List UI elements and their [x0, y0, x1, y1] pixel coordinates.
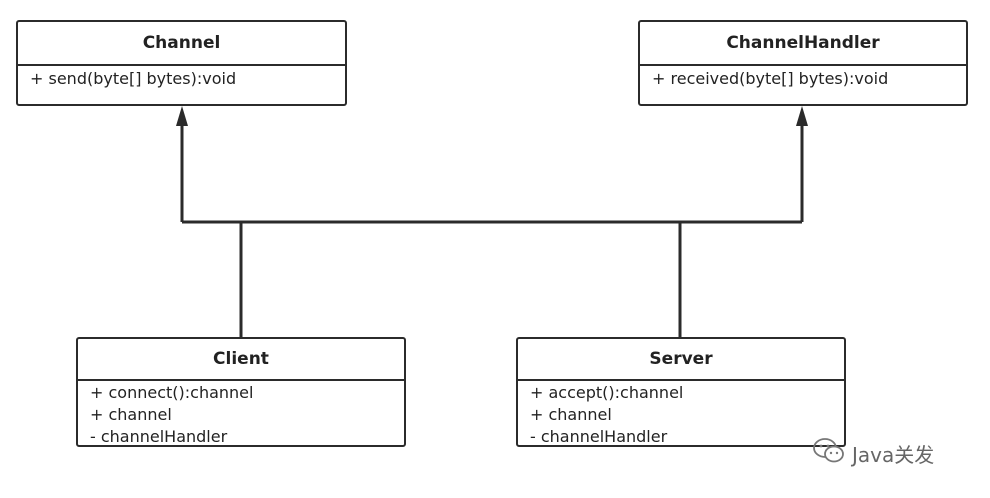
class-member: + accept():channel	[530, 383, 684, 402]
class-member: + channel	[530, 405, 612, 424]
class-client: Client + connect():channel + channel - c…	[76, 337, 406, 447]
class-server-members: + accept():channel + channel - channelHa…	[518, 381, 844, 450]
inheritance-arrowhead-channel	[176, 106, 188, 126]
class-channel: Channel + send(byte[] bytes):void	[16, 20, 347, 106]
watermark: Java关发	[812, 436, 934, 471]
watermark-text: Java关发	[852, 443, 935, 467]
class-client-members: + connect():channel + channel - channelH…	[78, 381, 404, 450]
class-member: + connect():channel	[90, 383, 254, 402]
wechat-icon	[812, 436, 846, 471]
class-member: + channel	[90, 405, 172, 424]
class-channelhandler-name: ChannelHandler	[640, 22, 966, 66]
class-member: - channelHandler	[90, 427, 228, 446]
inheritance-arrowhead-channelhandler	[796, 106, 808, 126]
class-member: - channelHandler	[530, 427, 668, 446]
class-member: + send(byte[] bytes):void	[30, 69, 237, 88]
class-channel-members: + send(byte[] bytes):void	[18, 66, 345, 92]
class-channelhandler: ChannelHandler + received(byte[] bytes):…	[638, 20, 968, 106]
class-member: + received(byte[] bytes):void	[652, 69, 889, 88]
class-channelhandler-members: + received(byte[] bytes):void	[640, 66, 966, 92]
class-channel-name: Channel	[18, 22, 345, 66]
class-server: Server + accept():channel + channel - ch…	[516, 337, 846, 447]
class-server-name: Server	[518, 339, 844, 381]
class-client-name: Client	[78, 339, 404, 381]
